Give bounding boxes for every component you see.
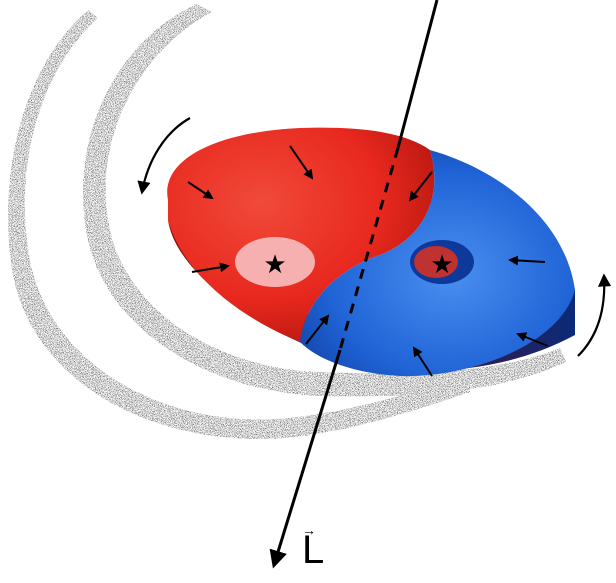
- red-lobe: [167, 127, 435, 342]
- axis-label: L: [302, 528, 325, 572]
- inflow-arrow-icon: [412, 346, 433, 377]
- inflow-arrow-icon: [408, 171, 433, 202]
- inflow-arrow-icon: [508, 255, 546, 266]
- rotation-arrow-icon: [137, 117, 191, 195]
- right-cavity-inflow: [414, 246, 458, 278]
- inflow-arrows: [187, 145, 549, 377]
- outer-spiral-arm: [8, 10, 471, 439]
- inflow-arrow-icon: [516, 332, 549, 347]
- inflow-arrow-icon: [289, 145, 314, 180]
- spiral-arms: [8, 4, 566, 439]
- angular-momentum-axis-icon: [269, 349, 342, 569]
- left-cavity: [235, 237, 315, 287]
- star-icon: ★: [263, 250, 286, 280]
- vector-arrow-mark: →: [302, 522, 316, 538]
- inflow-arrow-icon: [187, 181, 214, 200]
- inflow-arrow-icon: [191, 262, 230, 273]
- inflow-arrow-icon: [305, 314, 330, 345]
- axis-upper: [396, 0, 439, 149]
- rotation-arrow-icon: [577, 273, 612, 357]
- star-icon: ★: [430, 250, 453, 280]
